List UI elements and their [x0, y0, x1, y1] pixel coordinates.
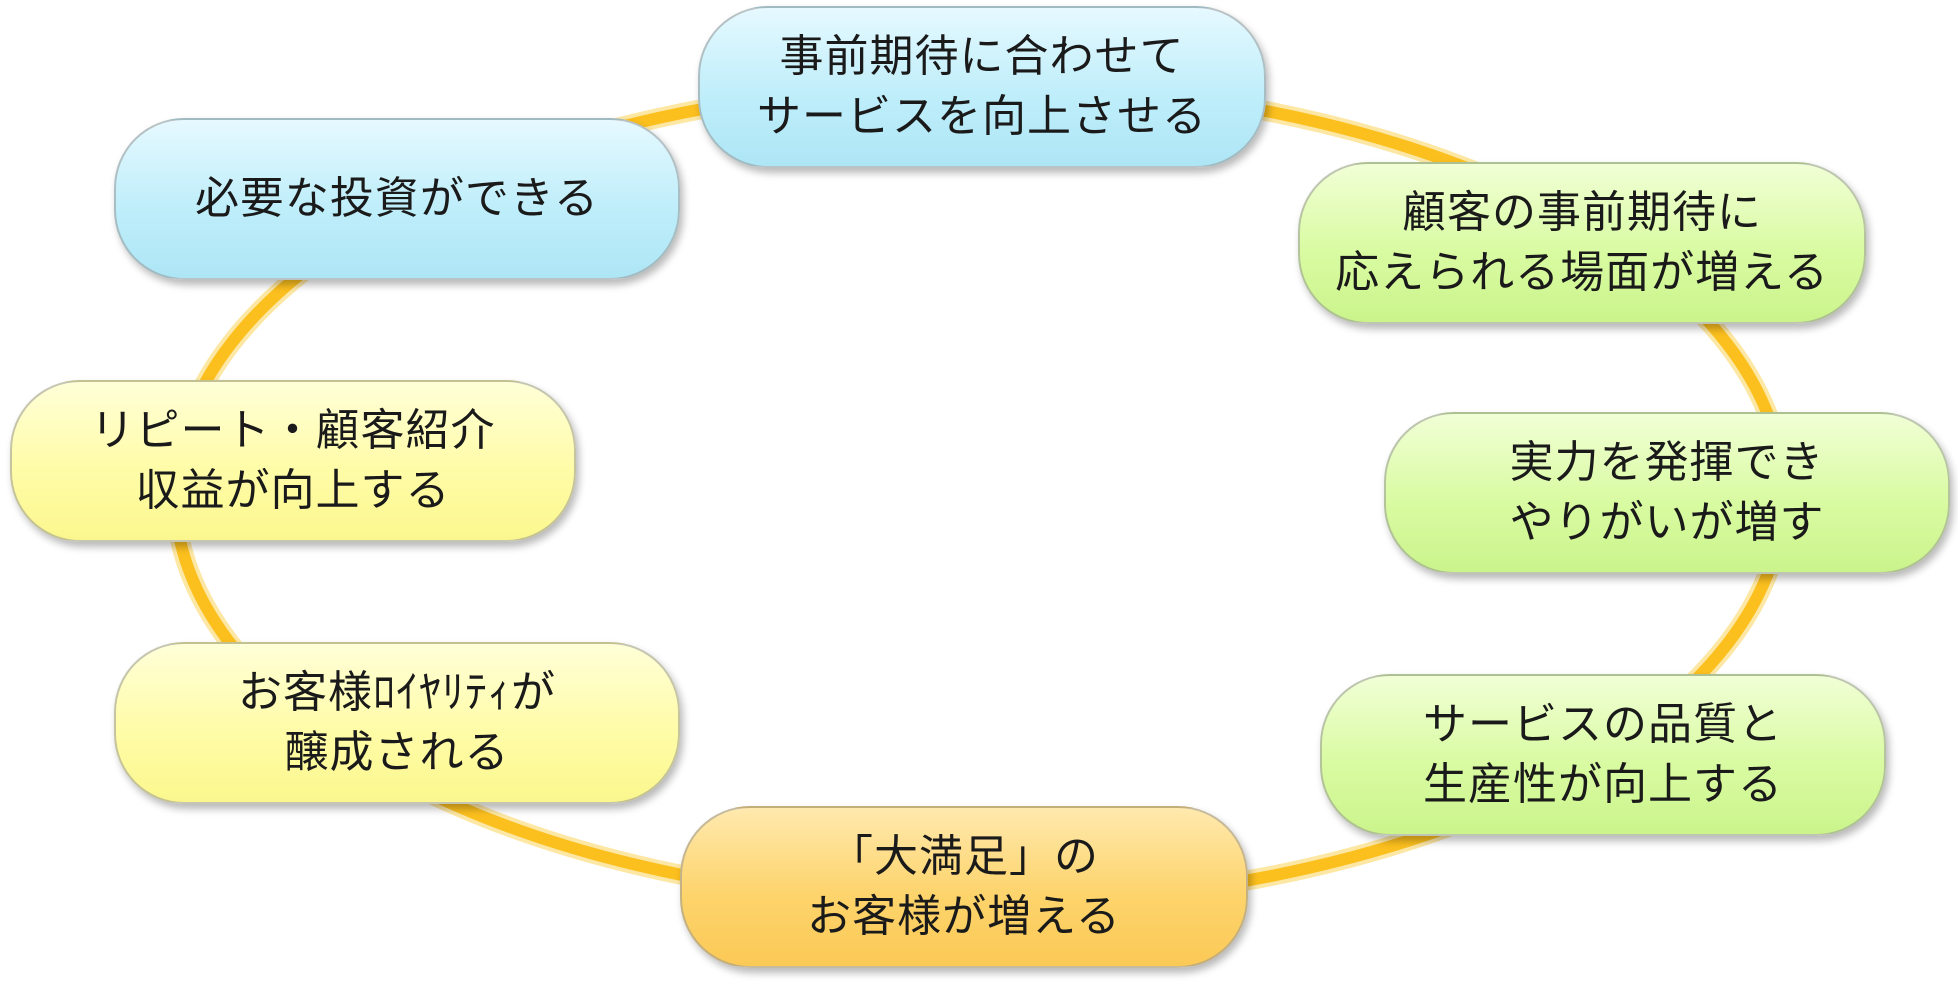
node-upper-left: 必要な投資ができる — [114, 118, 680, 280]
node-top: 事前期待に合わせて サービスを向上させる — [698, 6, 1266, 168]
node-bottom-line-1: 「大満足」の — [829, 831, 1099, 882]
node-top-line-2: サービスを向上させる — [757, 91, 1207, 142]
node-lower-left-line-1: お客様ﾛｲﾔﾘﾃｨが — [238, 667, 556, 718]
node-top-line-1: 事前期待に合わせて — [779, 31, 1185, 82]
node-left-line-1: リピート・顧客紹介 — [90, 405, 496, 456]
node-lower-left-line-2: 醸成される — [284, 727, 510, 778]
node-upper-right-line-1: 顧客の事前期待に — [1402, 187, 1762, 238]
node-right-line-2: やりがいが増す — [1509, 497, 1825, 548]
node-left: リピート・顧客紹介 収益が向上する — [10, 380, 576, 542]
node-lower-left: お客様ﾛｲﾔﾘﾃｨが 醸成される — [114, 642, 680, 804]
node-bottom-line-2: お客様が増える — [807, 891, 1121, 942]
node-lower-right-line-2: 生産性が向上する — [1423, 759, 1783, 810]
node-lower-right: サービスの品質と 生産性が向上する — [1320, 674, 1886, 836]
node-upper-right-line-2: 応えられる場面が増える — [1335, 247, 1829, 298]
node-upper-right: 顧客の事前期待に 応えられる場面が増える — [1298, 162, 1866, 324]
node-left-line-2: 収益が向上する — [135, 465, 451, 516]
node-right-line-1: 実力を発揮でき — [1509, 437, 1825, 488]
node-right: 実力を発揮でき やりがいが増す — [1384, 412, 1950, 574]
node-lower-right-line-1: サービスの品質と — [1423, 699, 1783, 750]
node-upper-left-line-1: 必要な投資ができる — [194, 173, 600, 224]
node-bottom: 「大満足」の お客様が増える — [680, 806, 1248, 968]
